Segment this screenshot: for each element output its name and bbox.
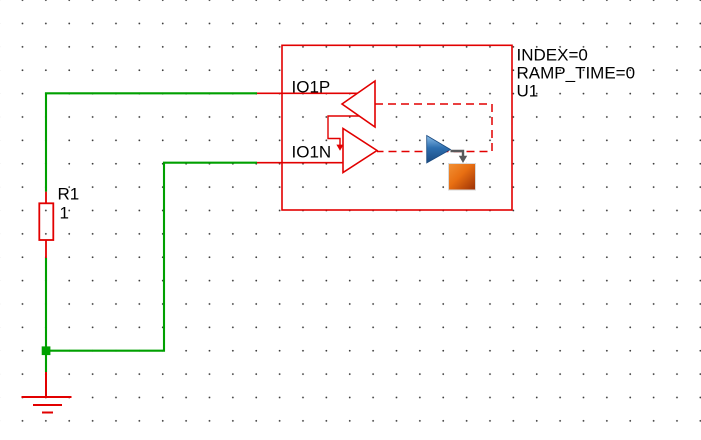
wire-io1p-net[interactable]: [44, 92, 257, 192]
port-label-io1p: IO1P: [292, 78, 331, 97]
resistor-value-label[interactable]: 1: [60, 204, 69, 223]
u1-annotation: INDEX=0 RAMP_TIME=0 U1: [517, 46, 636, 101]
gain-to-target-connector: [450, 149, 465, 157]
wire-io1n-net[interactable]: [46, 161, 257, 352]
target-block-icon: [448, 163, 476, 191]
port-label-io1n: IO1N: [292, 143, 332, 162]
subcircuit-u1[interactable]: IO1P IO1N: [257, 44, 513, 211]
feedback-connector: [327, 115, 359, 146]
u1-ref-label[interactable]: U1: [517, 82, 539, 101]
gain-block-icon: [426, 134, 452, 164]
u1-param-ramp-time[interactable]: RAMP_TIME=0: [517, 64, 636, 83]
feedback-arrow-icon: [336, 144, 344, 151]
u1-param-index[interactable]: INDEX=0: [517, 46, 588, 65]
comparator-bottom-icon: [342, 127, 379, 174]
junction-node[interactable]: [41, 346, 51, 356]
resistor-body: [38, 202, 55, 241]
connector-arrow-icon: [458, 155, 468, 163]
comparator-top-icon: [340, 79, 376, 129]
subcircuit-outline: [281, 44, 513, 211]
resistor-ref-label[interactable]: R1: [58, 185, 80, 204]
wires: [44, 92, 257, 372]
resistor-r1[interactable]: R1 1: [38, 185, 80, 259]
ground-symbol[interactable]: [21, 372, 72, 414]
